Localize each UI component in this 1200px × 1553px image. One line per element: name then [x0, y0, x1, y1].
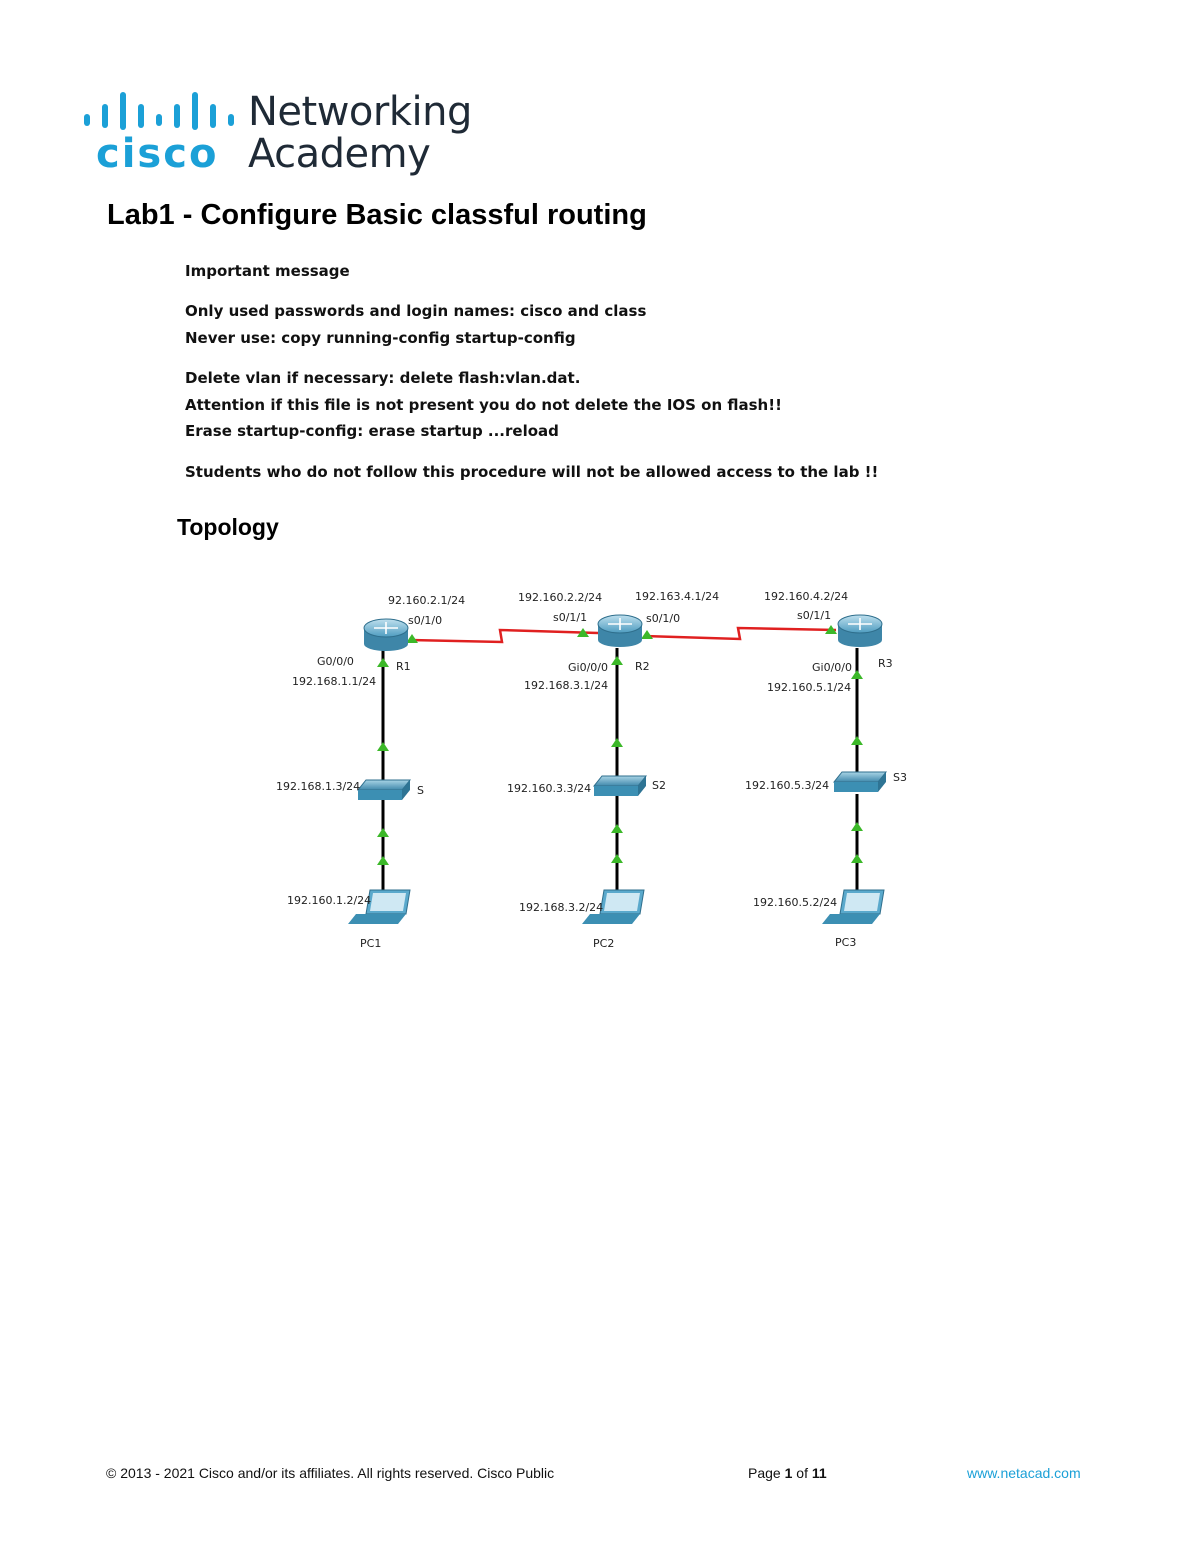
r1-wan-ip-label: 92.160.2.1/24 — [388, 594, 465, 607]
r3-lan-ip-label: 192.160.5.1/24 — [767, 681, 851, 694]
r3-wan-port-label: s0/1/1 — [797, 609, 831, 622]
message-credentials: Only used passwords and login names: cis… — [185, 302, 647, 320]
serial-link-r1-r2 — [409, 628, 599, 644]
topology-diagram: 92.160.2.1/24 s0/1/0 G0/0/0 R1 192.168.1… — [276, 590, 907, 950]
message-students-warning: Students who do not follow this procedur… — [185, 463, 879, 481]
footer-page-number: Page 1 of 11 — [748, 1466, 827, 1480]
pc3-laptop-icon[interactable] — [822, 889, 885, 924]
s1-name-label: S — [417, 784, 424, 797]
page-prefix: Page — [748, 1465, 781, 1481]
r2-lan-ip-label: 192.168.3.1/24 — [524, 679, 608, 692]
r3-lan-port-label: Gi0/0/0 — [812, 661, 852, 674]
cisco-wordmark: cisco — [96, 131, 219, 177]
router-r3-icon[interactable] — [837, 614, 883, 647]
page-of: of — [796, 1465, 808, 1481]
switch-s3-icon[interactable] — [832, 771, 888, 792]
pc2-name-label: PC2 — [593, 937, 614, 950]
r2-wan-right-port-label: s0/1/0 — [646, 612, 680, 625]
r3-name-label: R3 — [878, 657, 893, 670]
r1-lan-port-label: G0/0/0 — [317, 655, 354, 668]
r2-lan-port-label: Gi0/0/0 — [568, 661, 608, 674]
router-r2-icon[interactable] — [597, 614, 643, 647]
r2-name-label: R2 — [635, 660, 650, 673]
logo-networking-text: Networking — [248, 89, 472, 135]
s2-ip-label: 192.160.3.3/24 — [507, 782, 591, 795]
message-erase-startup: Erase startup-config: erase startup ...r… — [185, 422, 559, 440]
pc1-ip-label: 192.160.1.2/24 — [287, 894, 371, 907]
s1-ip-label: 192.168.1.3/24 — [276, 780, 360, 793]
logo-academy-text: Academy — [248, 131, 431, 177]
switch-s1-icon[interactable] — [356, 779, 412, 800]
pc3-ip-label: 192.160.5.2/24 — [753, 896, 837, 909]
important-message-heading: Important message — [185, 262, 350, 280]
s3-name-label: S3 — [893, 771, 907, 784]
s3-ip-label: 192.160.5.3/24 — [745, 779, 829, 792]
pc2-laptop-icon[interactable] — [582, 889, 645, 924]
message-attention: Attention if this file is not present yo… — [185, 396, 782, 414]
pc2-ip-label: 192.168.3.2/24 — [519, 901, 603, 914]
pc1-name-label: PC1 — [360, 937, 381, 950]
message-never-copy: Never use: copy running-config startup-c… — [185, 329, 576, 347]
router-r1-icon[interactable] — [363, 618, 409, 651]
r1-name-label: R1 — [396, 660, 411, 673]
r1-lan-ip-label: 192.168.1.1/24 — [292, 675, 376, 688]
serial-link-r2-r3 — [643, 626, 837, 641]
r2-wan-right-ip-label: 192.163.4.1/24 — [635, 590, 719, 603]
r2-wan-left-port-label: s0/1/1 — [553, 611, 587, 624]
port-status-indicators — [377, 625, 863, 865]
r3-wan-ip-label: 192.160.4.2/24 — [764, 590, 848, 603]
s2-name-label: S2 — [652, 779, 666, 792]
r2-wan-left-ip-label: 192.160.2.2/24 — [518, 591, 602, 604]
cisco-networking-academy-logo: cisco Networking Academy — [84, 86, 484, 182]
document-title: Lab1 - Configure Basic classful routing — [107, 199, 647, 231]
topology-heading: Topology — [177, 514, 279, 540]
cisco-bars-icon — [84, 92, 234, 130]
pc3-name-label: PC3 — [835, 936, 856, 949]
r1-wan-port-label: s0/1/0 — [408, 614, 442, 627]
page-total: 11 — [811, 1465, 827, 1481]
message-delete-vlan: Delete vlan if necessary: delete flash:v… — [185, 369, 581, 387]
page-current: 1 — [784, 1465, 793, 1481]
switch-s2-icon[interactable] — [592, 775, 648, 796]
footer-copyright: © 2013 - 2021 Cisco and/or its affiliate… — [106, 1465, 555, 1481]
footer-website-link[interactable]: www.netacad.com — [967, 1465, 1081, 1481]
pc1-laptop-icon[interactable] — [348, 889, 411, 924]
